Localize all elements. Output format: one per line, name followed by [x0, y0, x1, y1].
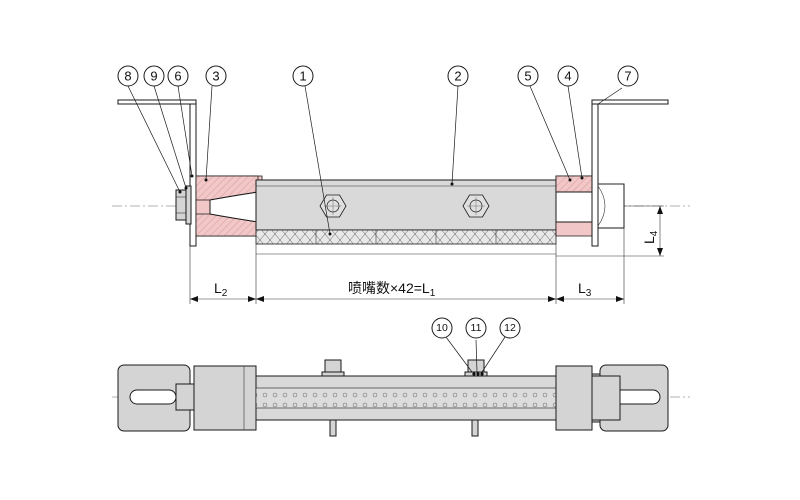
- dot-3: [204, 178, 208, 182]
- right-connector-curve: [597, 185, 606, 227]
- bottom-nozzle-strip: [255, 387, 557, 409]
- left-wall-vertical: [189, 102, 197, 247]
- right-end-hatch: [555, 175, 593, 193]
- main-pipe-body: [255, 179, 557, 231]
- bottom-tab-right: [464, 359, 488, 377]
- nozzle-dividers: [315, 230, 497, 244]
- bottom-tab-left: [321, 359, 345, 377]
- right-bracket-slot: [613, 389, 661, 405]
- leader-lines: [127, 85, 623, 235]
- l2-label: L2: [214, 280, 228, 299]
- svg-text:3: 3: [212, 69, 219, 84]
- right-connector-front: [591, 375, 621, 421]
- dot-8: [178, 190, 182, 194]
- callout-1: 1: [292, 65, 314, 87]
- hex-nut-right: [462, 194, 490, 218]
- dot-5: [568, 178, 572, 182]
- callout-12: 12: [499, 317, 521, 339]
- l4-arrow-bottom: [657, 248, 663, 256]
- l3-label: L3: [578, 280, 592, 299]
- callout-7: 7: [617, 65, 639, 87]
- callout-2: 2: [447, 65, 469, 87]
- svg-text:8: 8: [124, 69, 131, 84]
- l4-arrow-top: [657, 206, 663, 214]
- l1-label: 喷嘴数×42=L1: [348, 280, 436, 299]
- svg-text:9: 9: [150, 69, 157, 84]
- svg-text:11: 11: [471, 322, 482, 334]
- callout-6: 6: [167, 65, 189, 87]
- callout-5: 5: [517, 65, 539, 87]
- svg-text:7: 7: [624, 69, 631, 84]
- left-bracket-nut: [175, 383, 195, 411]
- left-bracket-slot: [129, 389, 177, 405]
- top-view: L4 8 9: [112, 65, 690, 304]
- svg-text:12: 12: [504, 322, 516, 334]
- svg-text:2: 2: [454, 69, 461, 84]
- dot-1: [328, 232, 332, 236]
- svg-text:4: 4: [564, 69, 571, 84]
- callout-3: 3: [205, 65, 227, 87]
- nozzle-strip: [255, 229, 557, 245]
- svg-text:10: 10: [436, 322, 448, 334]
- svg-text:6: 6: [174, 69, 181, 84]
- bottom-leaders: [445, 336, 506, 373]
- callout-8: 8: [117, 65, 139, 87]
- dot-2: [450, 182, 454, 186]
- bottom-view: 10 11 12: [112, 317, 690, 437]
- callout-11: 11: [465, 317, 487, 339]
- right-end-block: [555, 365, 593, 431]
- svg-text:5: 5: [524, 69, 531, 84]
- right-wall-vertical: [591, 102, 599, 247]
- left-washer: [185, 185, 192, 225]
- right-threaded-connector: [597, 183, 625, 229]
- dimension-row: [189, 228, 625, 304]
- dot-4: [580, 176, 584, 180]
- right-end-inner: [555, 191, 593, 223]
- callout-4: 4: [557, 65, 579, 87]
- left-wall-horizontal: [117, 99, 197, 105]
- callout-10: 10: [431, 317, 453, 339]
- left-end-block: [193, 365, 257, 431]
- l4-label: L4: [641, 230, 660, 244]
- dot-6: [190, 174, 194, 178]
- right-wall-horizontal: [591, 99, 669, 105]
- dot-9: [184, 186, 188, 190]
- callout-9: 9: [143, 65, 165, 87]
- bottom-pins: [329, 419, 479, 437]
- svg-text:1: 1: [299, 69, 306, 84]
